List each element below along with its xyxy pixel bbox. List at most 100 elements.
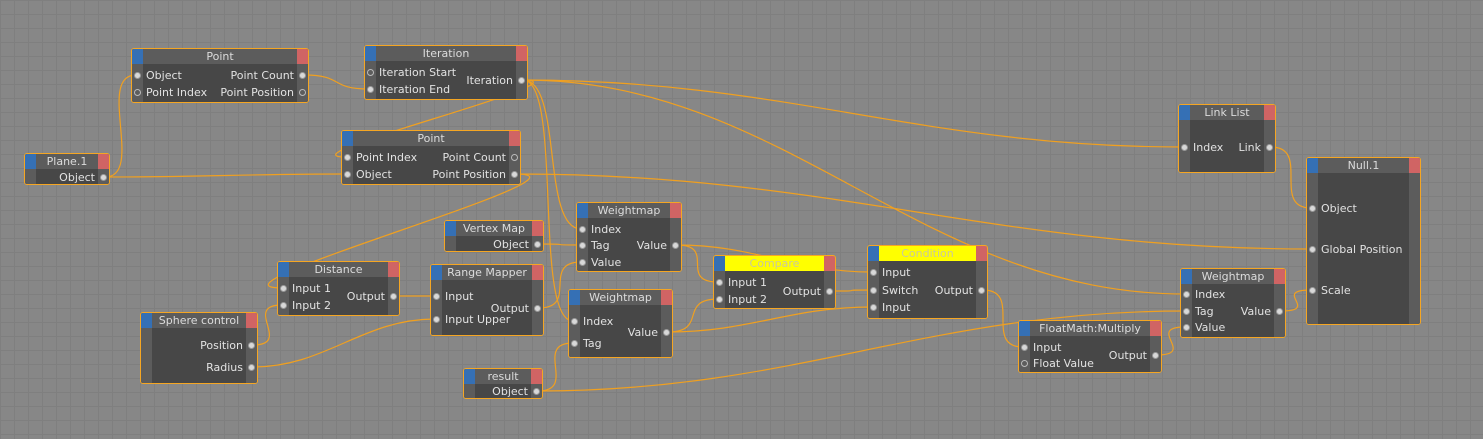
input-port-icon[interactable] xyxy=(579,226,586,233)
node-port-menu-out-icon[interactable] xyxy=(531,369,542,384)
node-port-menu-out-icon[interactable] xyxy=(297,49,308,64)
node-header[interactable]: Link List xyxy=(1179,105,1275,120)
input-port-icon[interactable] xyxy=(1021,344,1028,351)
node-header[interactable]: Vertex Map xyxy=(445,221,543,236)
node-header[interactable]: Iteration xyxy=(365,46,527,61)
node-port-menu-out-icon[interactable] xyxy=(1274,269,1285,284)
node-port-menu-out-icon[interactable] xyxy=(976,246,987,261)
node-port-menu-out-icon[interactable] xyxy=(1150,321,1161,336)
node-port-menu-in-icon[interactable] xyxy=(445,221,456,236)
output-port-icon[interactable] xyxy=(100,174,107,181)
node-header[interactable]: Point xyxy=(132,49,308,64)
node-header[interactable]: Plane.1 xyxy=(25,154,109,169)
node-port-menu-out-icon[interactable] xyxy=(1264,105,1275,120)
input-port-icon[interactable] xyxy=(1021,360,1028,367)
input-port-icon[interactable] xyxy=(344,154,351,161)
output-port-icon[interactable] xyxy=(672,242,679,249)
node-port-menu-in-icon[interactable] xyxy=(141,313,152,328)
node-header[interactable]: Weightmap xyxy=(1181,269,1285,284)
input-port-icon[interactable] xyxy=(1183,324,1190,331)
node-port-menu-out-icon[interactable] xyxy=(516,46,527,61)
node-header[interactable]: Condition xyxy=(868,246,987,261)
input-port-icon[interactable] xyxy=(367,86,374,93)
input-port-icon[interactable] xyxy=(1181,144,1188,151)
output-port-icon[interactable] xyxy=(511,154,518,161)
node-port-menu-in-icon[interactable] xyxy=(25,154,36,169)
node-port-menu-out-icon[interactable] xyxy=(98,154,109,169)
input-port-icon[interactable] xyxy=(870,287,877,294)
input-port-icon[interactable] xyxy=(280,285,287,292)
node-port-menu-in-icon[interactable] xyxy=(132,49,143,64)
node-header[interactable]: Range Mapper xyxy=(431,265,543,280)
input-port-icon[interactable] xyxy=(1183,291,1190,298)
output-port-icon[interactable] xyxy=(1266,144,1273,151)
input-port-icon[interactable] xyxy=(870,269,877,276)
input-port-icon[interactable] xyxy=(579,242,586,249)
input-port-icon[interactable] xyxy=(579,259,586,266)
node-port-menu-in-icon[interactable] xyxy=(1019,321,1030,336)
node-port-menu-out-icon[interactable] xyxy=(532,221,543,236)
node-port-menu-out-icon[interactable] xyxy=(661,290,672,305)
input-port-icon[interactable] xyxy=(571,340,578,347)
node-header[interactable]: Sphere control xyxy=(141,313,257,328)
output-port-icon[interactable] xyxy=(826,288,833,295)
node-header[interactable]: Distance xyxy=(278,262,399,277)
node-header[interactable]: Weightmap xyxy=(569,290,672,305)
input-port-icon[interactable] xyxy=(433,316,440,323)
node-header[interactable]: Null.1 xyxy=(1307,158,1420,173)
node-port-menu-in-icon[interactable] xyxy=(868,246,879,261)
input-port-icon[interactable] xyxy=(280,302,287,309)
node-port-menu-out-icon[interactable] xyxy=(670,203,681,218)
node-port-menu-out-icon[interactable] xyxy=(824,256,835,271)
node-port-menu-in-icon[interactable] xyxy=(431,265,442,280)
node-port-menu-out-icon[interactable] xyxy=(509,131,520,146)
node-header[interactable]: Point xyxy=(342,131,520,146)
output-port-icon[interactable] xyxy=(534,241,541,248)
node-port-menu-out-icon[interactable] xyxy=(1409,158,1420,173)
node-port-menu-in-icon[interactable] xyxy=(1307,158,1318,173)
node-header[interactable]: result xyxy=(464,369,542,384)
output-port-icon[interactable] xyxy=(248,342,255,349)
node-port-menu-in-icon[interactable] xyxy=(342,131,353,146)
input-port-icon[interactable] xyxy=(367,69,374,76)
input-port-icon[interactable] xyxy=(134,89,141,96)
output-port-icon[interactable] xyxy=(534,305,541,312)
node-port-menu-in-icon[interactable] xyxy=(577,203,588,218)
node-port-menu-out-icon[interactable] xyxy=(388,262,399,277)
input-port-icon[interactable] xyxy=(134,72,141,79)
input-port-icon[interactable] xyxy=(870,304,877,311)
output-port-icon[interactable] xyxy=(518,77,525,84)
input-port-icon[interactable] xyxy=(344,171,351,178)
input-port-icon[interactable] xyxy=(433,293,440,300)
input-port-icon[interactable] xyxy=(716,279,723,286)
input-port-icon[interactable] xyxy=(1309,246,1316,253)
node-port-menu-in-icon[interactable] xyxy=(1181,269,1192,284)
input-port-icon[interactable] xyxy=(1183,308,1190,315)
node-header[interactable]: Compare xyxy=(714,256,835,271)
node-port-menu-in-icon[interactable] xyxy=(365,46,376,61)
output-port-icon[interactable] xyxy=(511,171,518,178)
output-port-icon[interactable] xyxy=(978,287,985,294)
output-port-icon[interactable] xyxy=(299,72,306,79)
output-port-icon[interactable] xyxy=(663,329,670,336)
input-port-icon[interactable] xyxy=(571,318,578,325)
input-port-icon[interactable] xyxy=(716,296,723,303)
node-port-menu-in-icon[interactable] xyxy=(278,262,289,277)
output-port-icon[interactable] xyxy=(390,293,397,300)
node-header[interactable]: Weightmap xyxy=(577,203,681,218)
